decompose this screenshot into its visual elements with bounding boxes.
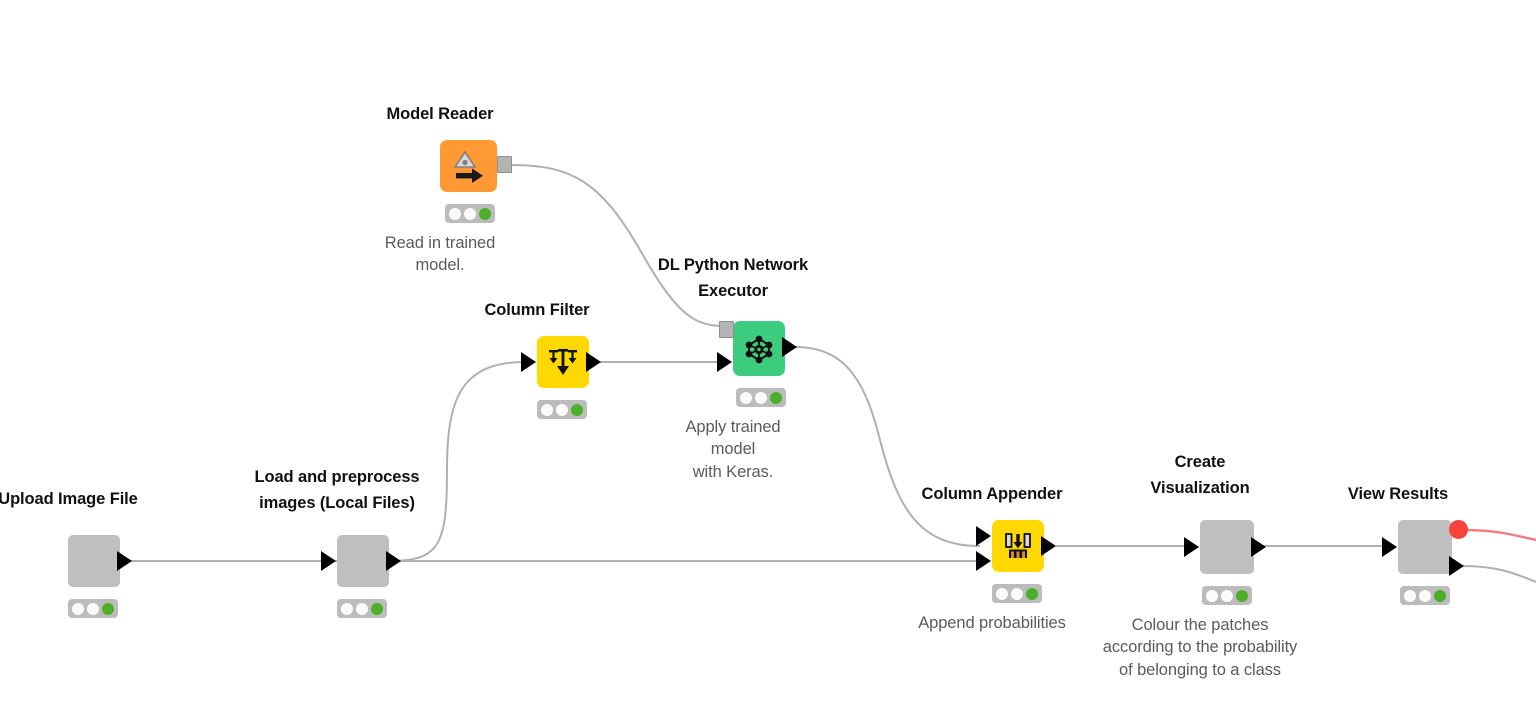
node-body-create-visualization[interactable] (1200, 520, 1254, 574)
input-port-data[interactable] (1184, 537, 1199, 557)
output-port-image[interactable] (1449, 520, 1468, 539)
node-title-dl-python-network-executor: DL Python Network Executor (657, 256, 809, 300)
model-reader-icon (453, 150, 483, 183)
status-light-green (478, 207, 491, 220)
status-light-red (541, 403, 554, 416)
status-indicator-dl-python-network-executor (736, 388, 786, 407)
status-light-green (101, 602, 114, 615)
status-light-red (1404, 589, 1417, 602)
status-light-yellow (1220, 589, 1233, 602)
input-port-model[interactable] (719, 321, 734, 338)
status-indicator-view-results (1400, 586, 1450, 605)
input-port-data-bottom[interactable] (976, 551, 991, 571)
deep-learning-network-icon (745, 335, 773, 363)
status-light-green (769, 391, 782, 404)
node-body-column-filter[interactable] (537, 336, 589, 388)
status-indicator-create-visualization (1202, 586, 1252, 605)
input-port-data[interactable] (717, 352, 732, 372)
status-light-red (1206, 589, 1219, 602)
status-light-red (72, 602, 85, 615)
node-title-view-results: View Results (1347, 485, 1449, 503)
column-appender-icon (1005, 533, 1031, 558)
node-body-view-results[interactable] (1398, 520, 1452, 574)
status-light-green (570, 403, 583, 416)
status-light-green (1235, 589, 1248, 602)
wire-view-results-image-out (1461, 528, 1536, 542)
status-light-red (449, 207, 462, 220)
node-body-load-and-preprocess-images[interactable] (337, 535, 389, 587)
status-light-yellow (463, 207, 476, 220)
output-port-data[interactable] (1449, 556, 1464, 576)
node-body-column-appender[interactable] (992, 520, 1044, 572)
output-port-data[interactable] (1251, 537, 1266, 557)
output-port-data[interactable] (386, 551, 401, 571)
status-light-green (370, 602, 383, 615)
node-title-column-appender: Column Appender (921, 485, 1063, 503)
node-caption-model-reader: Read in trained model. (384, 234, 496, 275)
node-body-dl-python-network-executor[interactable] (733, 321, 785, 376)
node-title-model-reader: Model Reader (386, 105, 494, 123)
status-light-yellow (355, 602, 368, 615)
status-light-yellow (1010, 587, 1023, 600)
column-filter-icon (549, 349, 577, 375)
input-port-data[interactable] (321, 551, 336, 571)
status-light-yellow (1418, 589, 1431, 602)
status-light-red (341, 602, 354, 615)
output-port-data[interactable] (1041, 536, 1056, 556)
status-light-green (1025, 587, 1038, 600)
status-light-green (1433, 589, 1446, 602)
node-caption-column-appender: Append probabilities (918, 614, 1066, 632)
node-caption-dl-python-network-executor: Apply trained model with Keras. (685, 418, 781, 481)
output-port-data[interactable] (117, 551, 132, 571)
node-title-load-and-preprocess-images: Load and preprocess images (Local Files) (254, 468, 420, 512)
node-title-upload-image-file: Upload Image File (0, 490, 138, 508)
status-light-red (740, 391, 753, 404)
node-caption-create-visualization: Colour the patches according to the prob… (1102, 616, 1298, 679)
node-body-model-reader[interactable] (440, 140, 497, 192)
status-indicator-load-and-preprocess-images (337, 599, 387, 618)
status-light-yellow (754, 391, 767, 404)
output-port-model[interactable] (497, 156, 512, 173)
status-indicator-upload-image-file (68, 599, 118, 618)
node-title-create-visualization: Create Visualization (1150, 453, 1250, 497)
input-port-data[interactable] (521, 352, 536, 372)
wire-view-results-data-out (1461, 565, 1536, 583)
status-light-yellow (555, 403, 568, 416)
node-title-column-filter: Column Filter (484, 301, 590, 319)
status-light-red (996, 587, 1009, 600)
input-port-data-top[interactable] (976, 526, 991, 546)
status-indicator-column-filter (537, 400, 587, 419)
node-body-upload-image-file[interactable] (68, 535, 120, 587)
output-port-data[interactable] (586, 352, 601, 372)
output-port-data[interactable] (782, 337, 797, 357)
status-indicator-model-reader (445, 204, 495, 223)
input-port-data[interactable] (1382, 537, 1397, 557)
wire-load-to-column-filter (388, 361, 526, 562)
status-light-yellow (86, 602, 99, 615)
status-indicator-column-appender (992, 584, 1042, 603)
